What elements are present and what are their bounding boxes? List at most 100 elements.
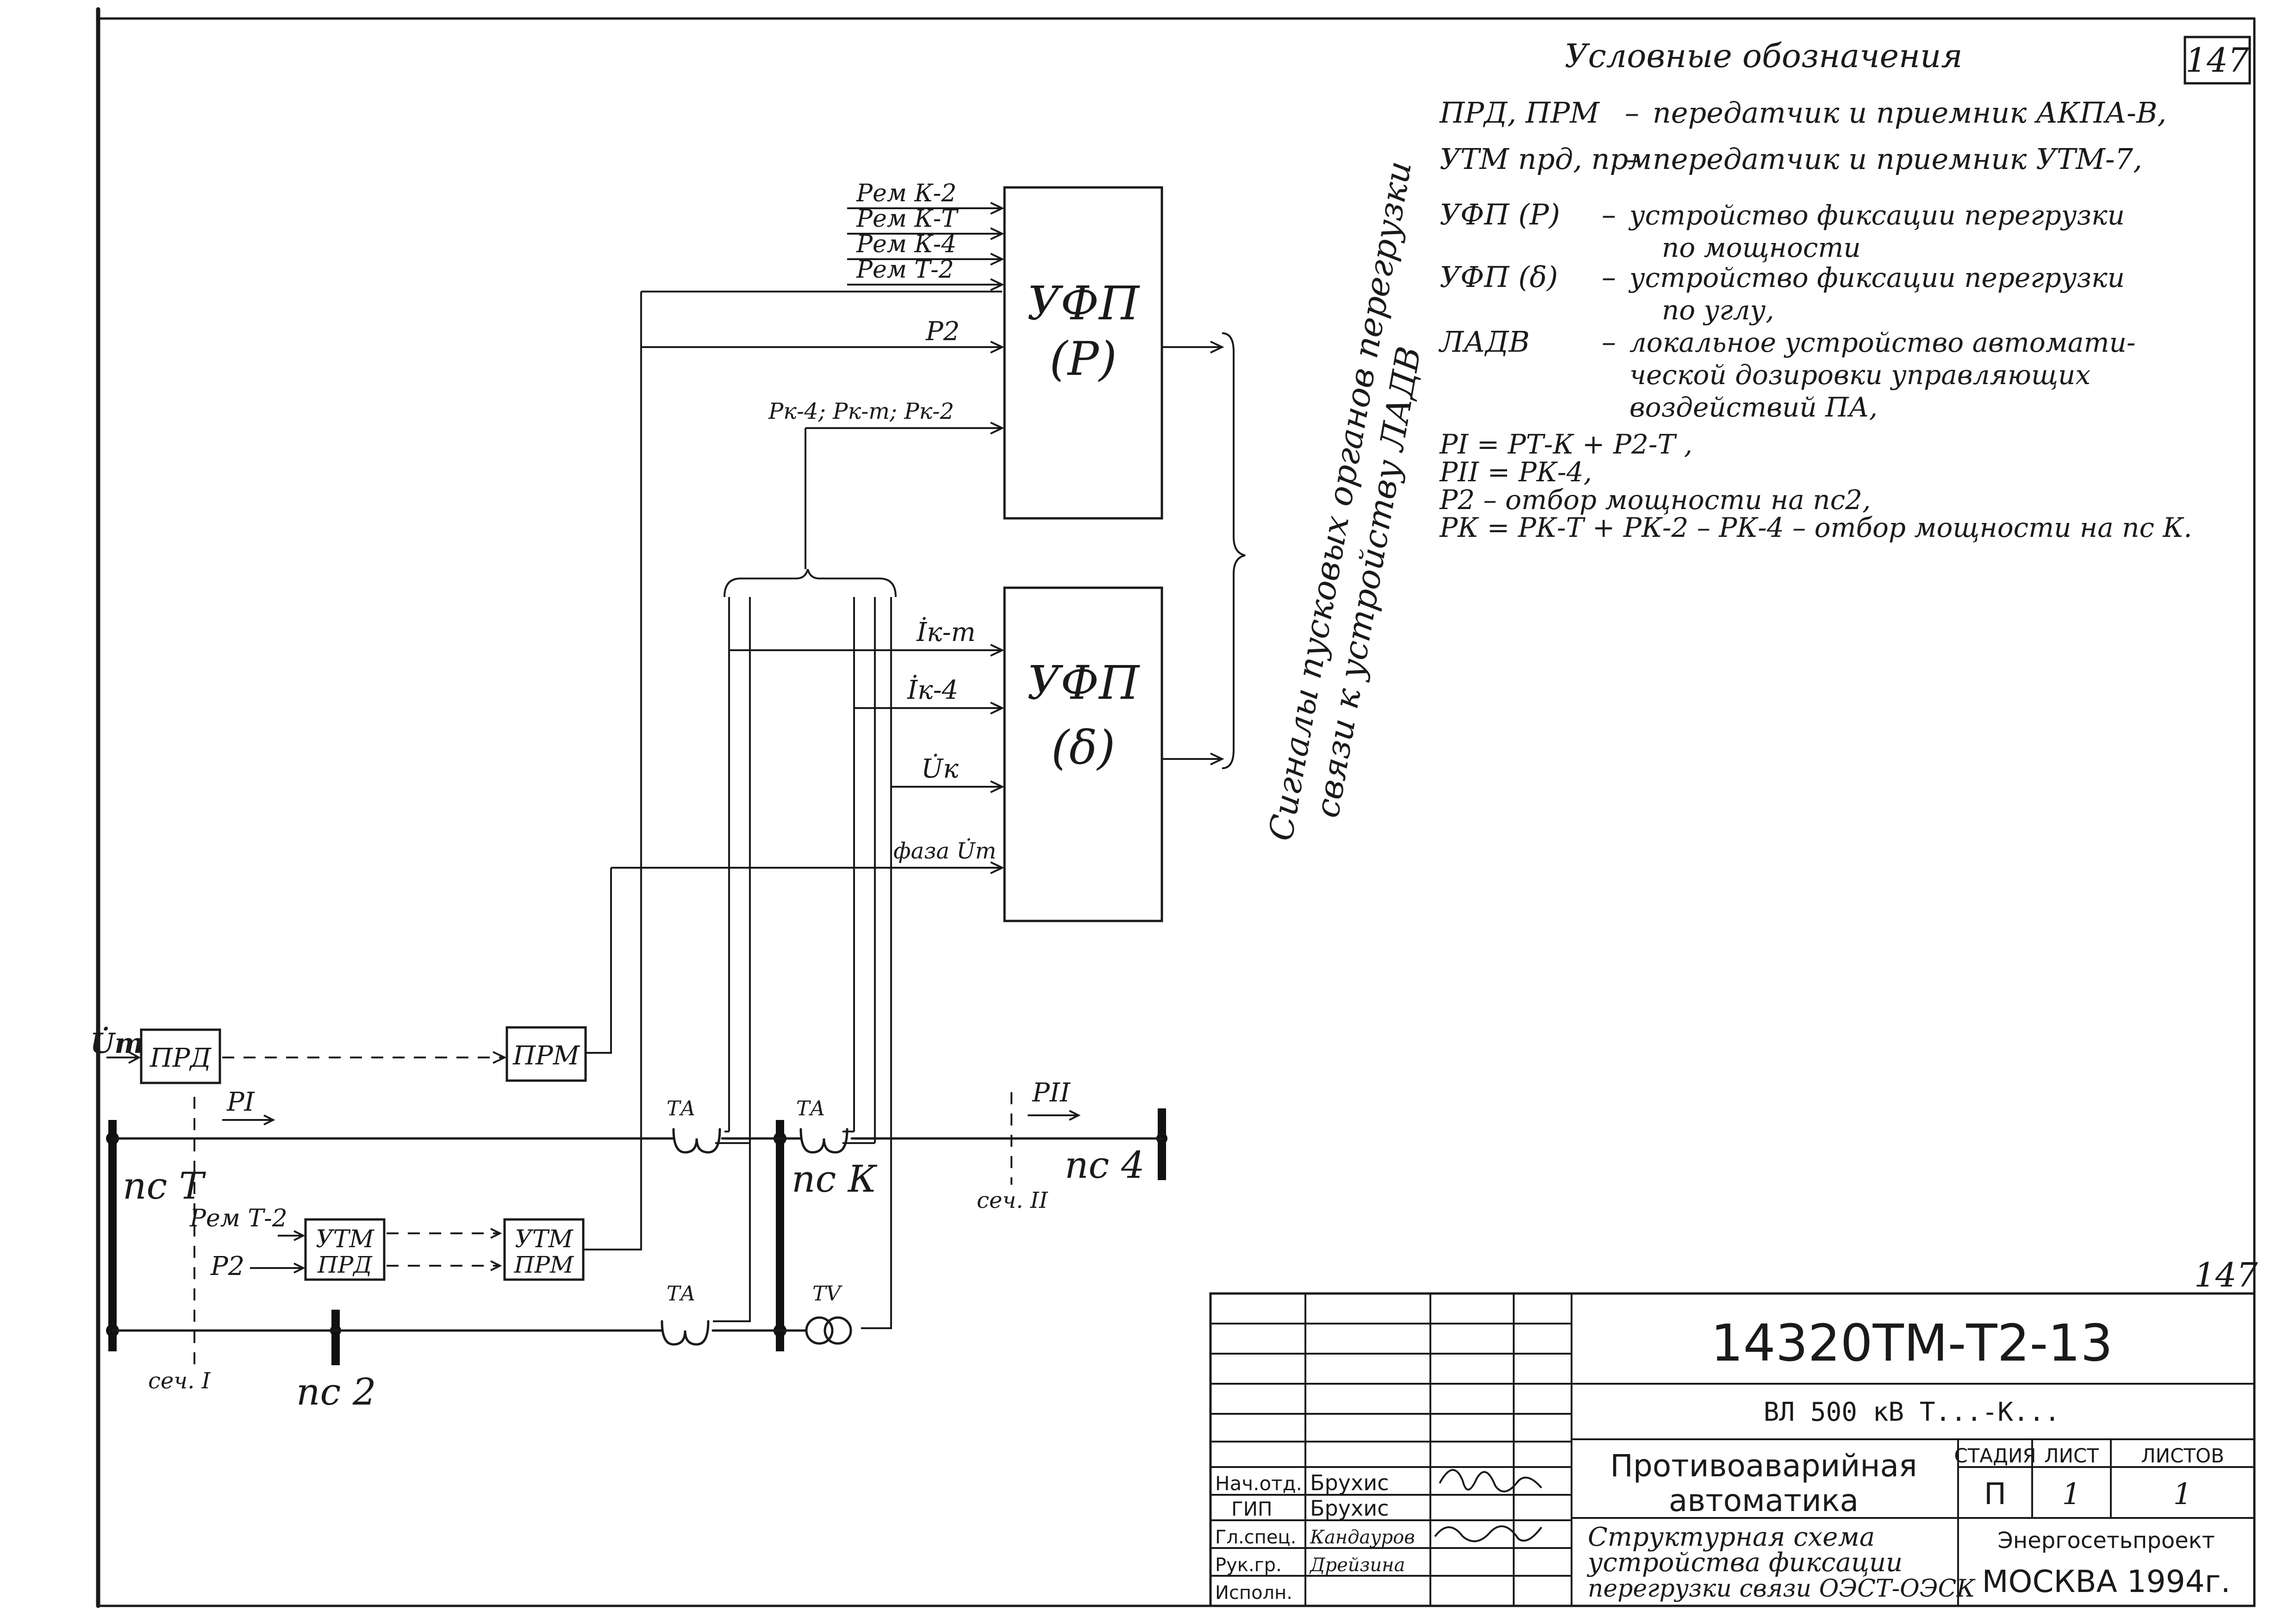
legend-title: Условные обозначения [1565,37,1963,75]
prd-block: ПРД [140,1028,221,1084]
legend-text-5c: воздействий ПА, [1629,392,1878,423]
line-name: ВЛ 500 кВ Т...-К... [1764,1397,2060,1427]
ta-2: ТА [796,1097,849,1154]
input-rem-k4: Рем К-4 [856,230,956,258]
ut-input-label: U̇т [90,1026,144,1060]
legend-text-4b: по углу, [1662,294,1774,326]
legend-term-2: УТМ прд, прм [1440,142,1652,176]
rem-t2-arrow [293,1230,306,1241]
prm-label: ПРМ [512,1041,580,1071]
ufp-d-label: УФП [1027,656,1140,710]
formula-2: PII = PК-4, [1439,456,1592,488]
utm-channel-2-arrow [490,1260,502,1271]
substation-t-bus [106,1120,119,1351]
p2-input-arrow [293,1262,306,1274]
section-1-label: сеч. I [148,1368,211,1394]
staff-role-1: Нач.отд. [1215,1472,1302,1495]
input-ik4: İк-4 [907,675,958,705]
val-stage: П [1984,1477,2006,1511]
p2-arrow-head [1069,1110,1081,1121]
prd-prm-arrow [493,1051,507,1064]
ufp-d-sublabel: (δ) [1051,721,1115,775]
staff-name-4: Дрейзина [1309,1555,1405,1576]
sheet-number-top-box: 147 [2184,36,2251,85]
tv-label: TV [812,1282,842,1306]
staff-name-3: Кандауров [1310,1527,1415,1548]
title-block: 14320ТМ-Т2-13 ВЛ 500 кВ Т...-К... Против… [1209,1292,2256,1607]
val-sheet: 1 [2062,1477,2081,1511]
input-ikt: İк-т [916,617,976,647]
ufp-d-output-arrow [1210,752,1224,765]
legend-text-2: передатчик и приемник УТМ-7, [1653,142,2142,176]
legend-term-3: УФП (Р) [1440,198,1560,231]
legend-dash-2: – [1625,142,1639,176]
ps-2-label: пс 2 [296,1370,376,1413]
prm-to-ufp-d [586,868,612,1054]
staff-role-2: ГИП [1231,1498,1273,1520]
project-name-1: Противоаварийная [1610,1448,1917,1484]
formula-4: PК = PК-Т + PК-2 – PК-4 – отбор мощности… [1439,512,2192,543]
ufp-p-label: УФП [1027,276,1140,330]
sheet-number-bottom: 147 [2194,1256,2258,1294]
staff-name-2: Брухис [1310,1496,1389,1521]
ct-wiring [713,597,892,1329]
org-name: Энергосетьпроект [1997,1528,2215,1554]
utm-prm-to-ufp-p [583,292,642,1250]
ta-1-label: ТА [667,1097,696,1120]
input-rem-kt: Рем К-Т [856,205,959,233]
ufp-p-inputs: Рем К-2 Рем К-Т Рем К-4 Рем Т-2 P2 Pк-4;… [641,180,1004,569]
description-2: устройства фиксации [1586,1548,1903,1578]
input-p2: P2 [925,317,960,347]
legend-text-4: устройство фиксации перегрузки [1628,262,2125,293]
pii-label: PII [1032,1078,1071,1108]
description-3: перегрузки связи ОЭСТ-ОЭСК [1588,1575,1976,1603]
substation-4-bus [1156,1108,1167,1180]
signature-1 [1439,1469,1542,1492]
substation-k-bus [774,1120,786,1351]
ta-1: ТА [667,1097,721,1154]
col-sheets: ЛИСТОВ [2141,1444,2224,1467]
rem-t2-label: Рем Т-2 [189,1205,287,1232]
p2-label: P2 [210,1251,244,1281]
utm-prd-label-2: ПРД [317,1251,373,1278]
project-name-2: автоматика [1669,1483,1859,1518]
ta-3-label: ТА [667,1282,696,1306]
input-rem-k2: Рем К-2 [856,180,956,207]
utm-prd-label-1: УТМ [316,1225,374,1253]
ufp-d-inputs: İк-т İк-4 U̇к фаза U̇т [611,617,1004,874]
city-year: МОСКВА 1994г. [1982,1564,2231,1599]
staff-name-1: Брухис [1310,1470,1389,1495]
col-sheet: ЛИСТ [2044,1444,2099,1467]
substation-2-bus [330,1310,341,1365]
ta-3: ТА [661,1282,710,1346]
legend: Условные обозначения ПРД, ПРМ – передатч… [1438,37,2192,543]
ut-input-arrow [128,1051,141,1064]
section-2-label: сеч. II [977,1188,1048,1213]
prd-label: ПРД [150,1043,212,1073]
legend-dash-4: – [1602,260,1616,294]
ta-2-label: ТА [796,1097,825,1120]
legend-text-5b: ческой дозировки управляющих [1629,359,2090,391]
legend-dash-5: – [1602,325,1616,359]
input-uk: U̇к [921,753,959,784]
staff-role-3: Гл.спец. [1215,1527,1296,1548]
legend-dash-3: – [1602,198,1616,231]
tv-1: TV [805,1282,852,1345]
output-brace [1222,332,1246,769]
input-rem-t2: Рем Т-2 [856,256,954,284]
sheet-number-top: 147 [2185,41,2249,80]
p1-label: PI [226,1087,256,1117]
legend-term-4: УФП (δ) [1440,260,1558,294]
input-phase-ut: фаза U̇т [893,837,996,864]
ps-k-label: пс К [792,1157,878,1200]
col-stage: СТАДИЯ [1954,1444,2036,1467]
legend-text-3: устройство фиксации перегрузки [1628,199,2125,231]
utm-prm-label-1: УТМ [515,1225,574,1253]
prm-block: ПРМ [505,1026,587,1082]
ufp-d-block: УФП (δ) [1003,586,1163,922]
ufp-p-output-arrow [1210,341,1224,354]
legend-term-5: ЛАДВ [1438,325,1530,359]
drawing-code: 14320ТМ-Т2-13 [1711,1313,2113,1373]
utm-prm-block: УТМ ПРМ [503,1218,585,1281]
